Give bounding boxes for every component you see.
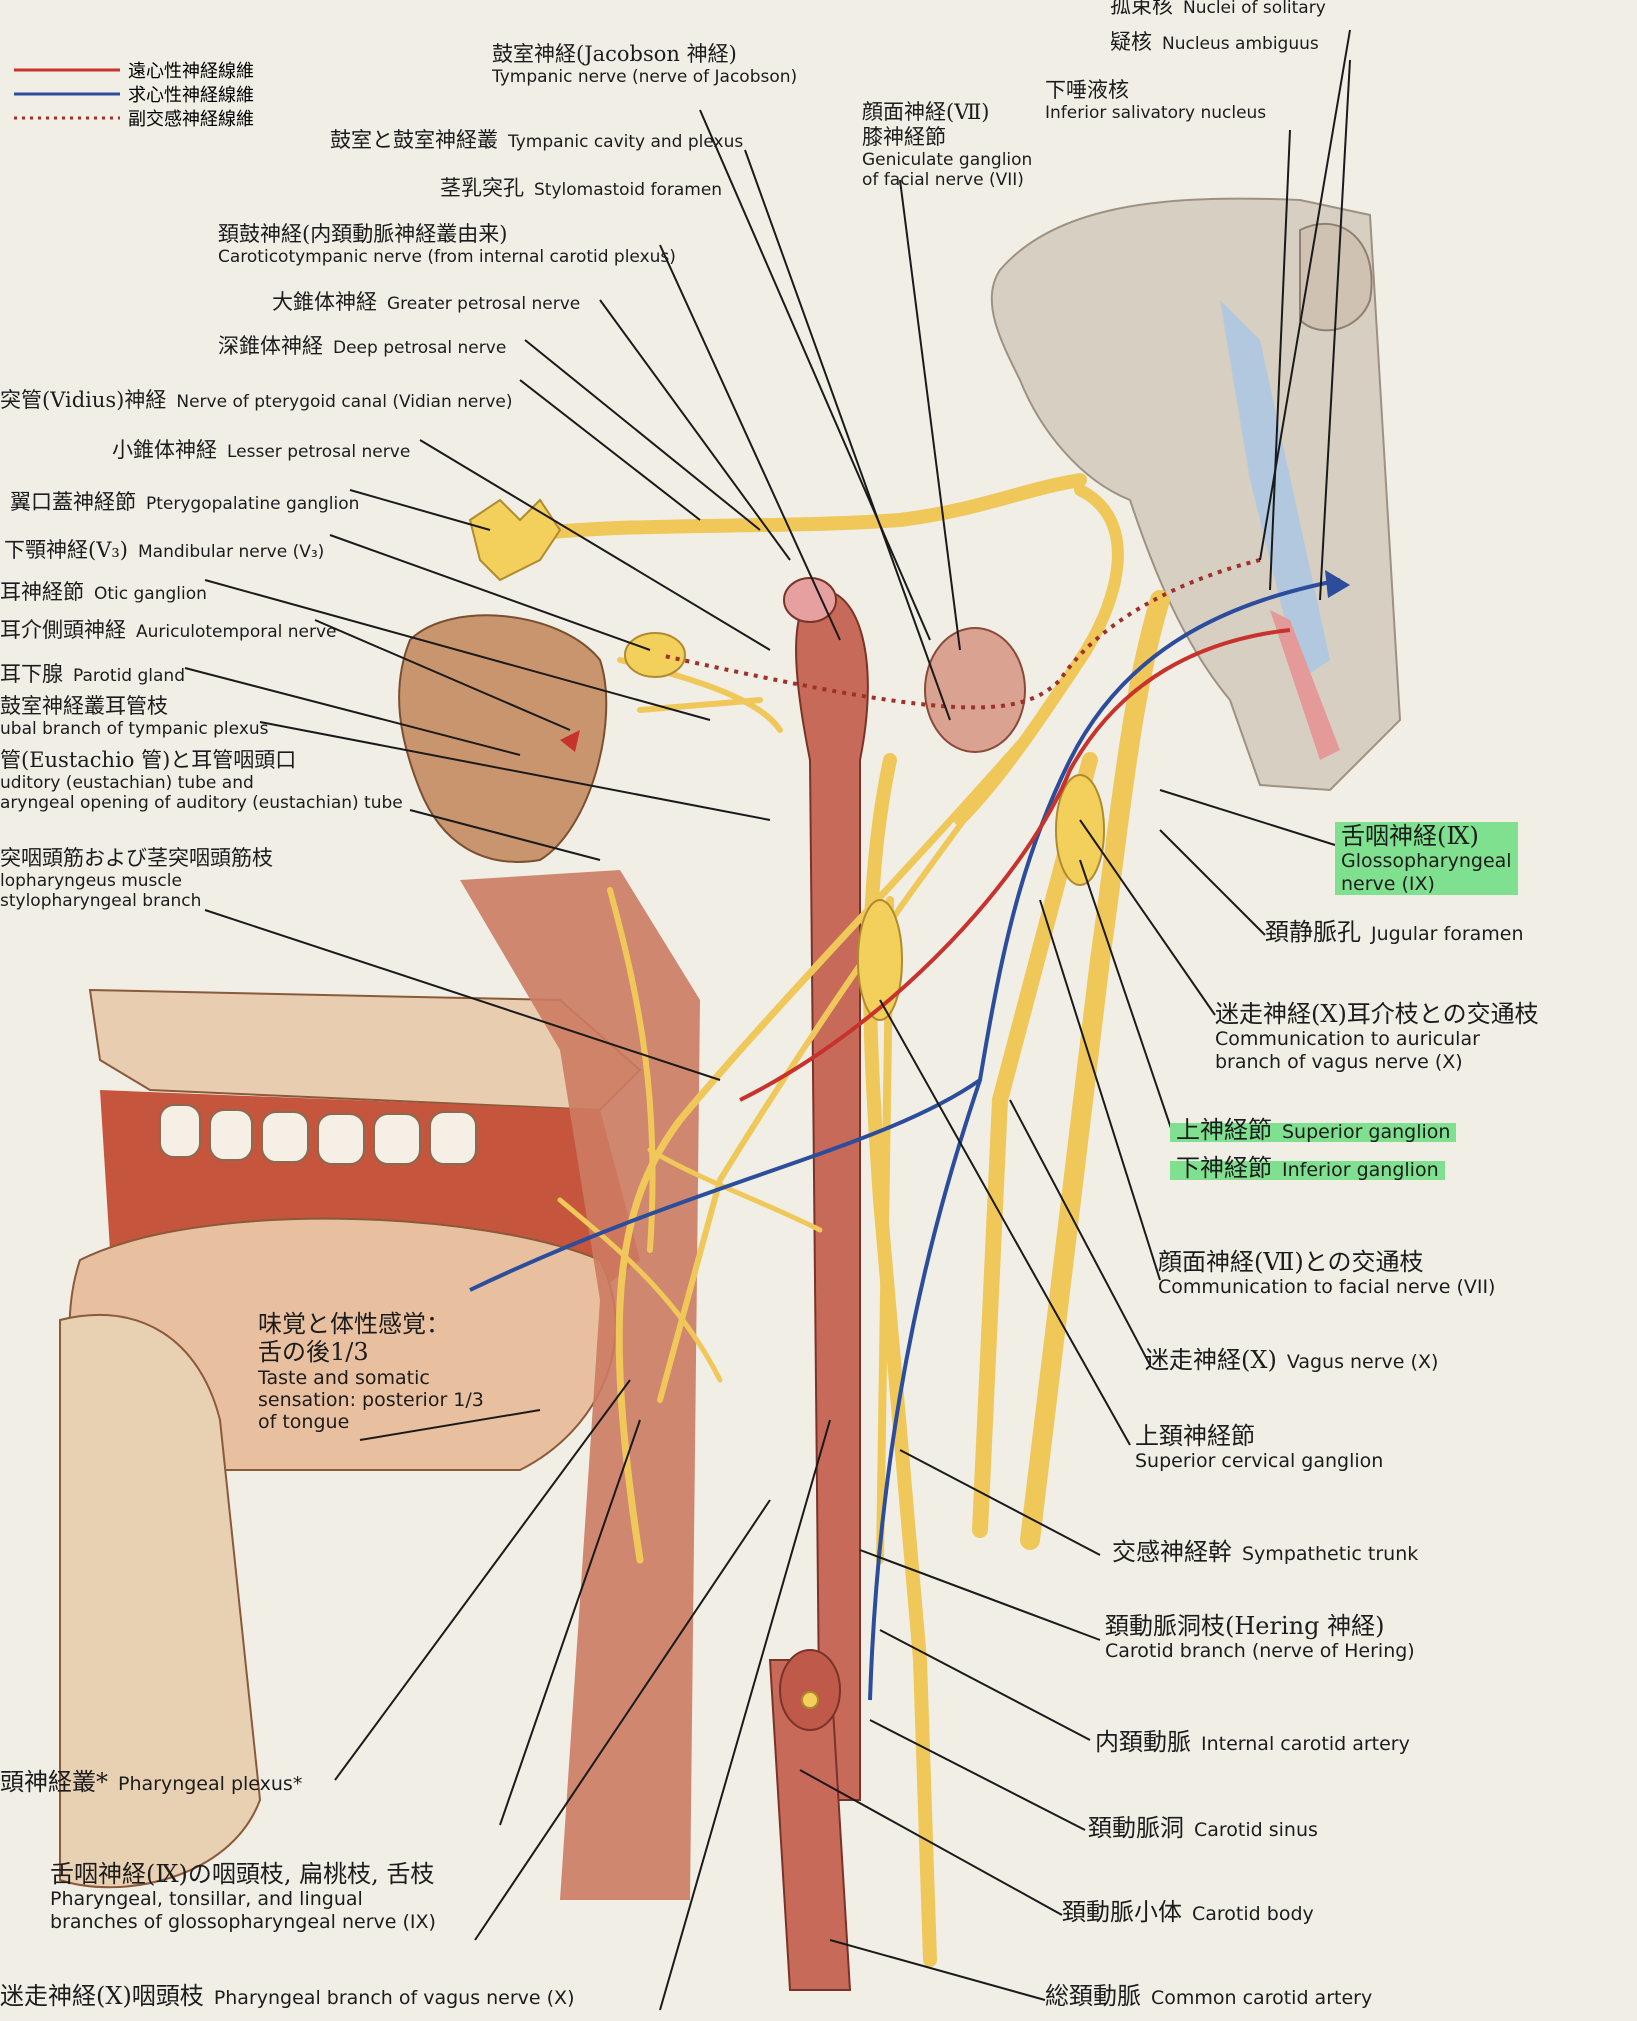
arrow-head: [1325, 570, 1350, 598]
teeth-upper: [159, 1104, 477, 1165]
carotid-sinus: [779, 1649, 841, 1731]
pterygopalatine-ganglion: [468, 498, 562, 582]
ganglia: [468, 498, 1105, 1709]
legend-efferent: 遠心性神経線維: [128, 61, 254, 82]
superior-cervical-ganglion: [857, 899, 903, 1021]
carotid-body-node: [801, 1691, 819, 1709]
cerebellum-folia: [1299, 222, 1373, 332]
leader-lines: [184, 29, 1351, 2011]
otic-ganglion: [624, 632, 686, 678]
label-tympanic-nerve: 鼓室神経(Jacobson 神経)Tympanic nerve (nerve o…: [492, 42, 798, 87]
tympanic-cavity: [924, 627, 1026, 753]
label-mandibular: 下顎神経(V₃)Mandibular nerve (V₃): [4, 538, 325, 562]
legend-parasympathetic: 副交感神経線維: [128, 109, 254, 130]
internal-carotid-artery: [795, 588, 869, 1801]
nucleus-pink-band: [1270, 610, 1340, 760]
label-caroticotympanic: 頚鼓神経(内頚動脈神経叢由来)Caroticotympanic nerve (f…: [218, 222, 676, 267]
legend-afferent: 求心性神経線維: [128, 85, 254, 106]
afferent-fiber: [868, 578, 1341, 1701]
label-vagus: 迷走神経(Ⅹ)Vagus nerve (X): [1145, 1346, 1439, 1374]
label-pharyngeal-plexus: 頭神経叢*Pharyngeal plexus*: [0, 1768, 303, 1796]
pharynx-wall: [460, 870, 700, 1900]
arrow-head-parotid: [560, 730, 580, 752]
mandible: [59, 1313, 262, 1889]
efferent-fiber: [739, 628, 1291, 1102]
legend: 遠心性神経線維 求心性神経線維 副交感神経線維: [10, 58, 254, 130]
afferent-fiber-tongue: [469, 1078, 982, 1292]
carotid-loop: [783, 577, 837, 623]
label-carotid-branch: 頚動脈洞枝(Hering 神経)Carotid branch (nerve of…: [1105, 1612, 1415, 1663]
parasympathetic-fiber: [659, 558, 1261, 710]
inferior-ganglion-ix: [1055, 774, 1105, 886]
